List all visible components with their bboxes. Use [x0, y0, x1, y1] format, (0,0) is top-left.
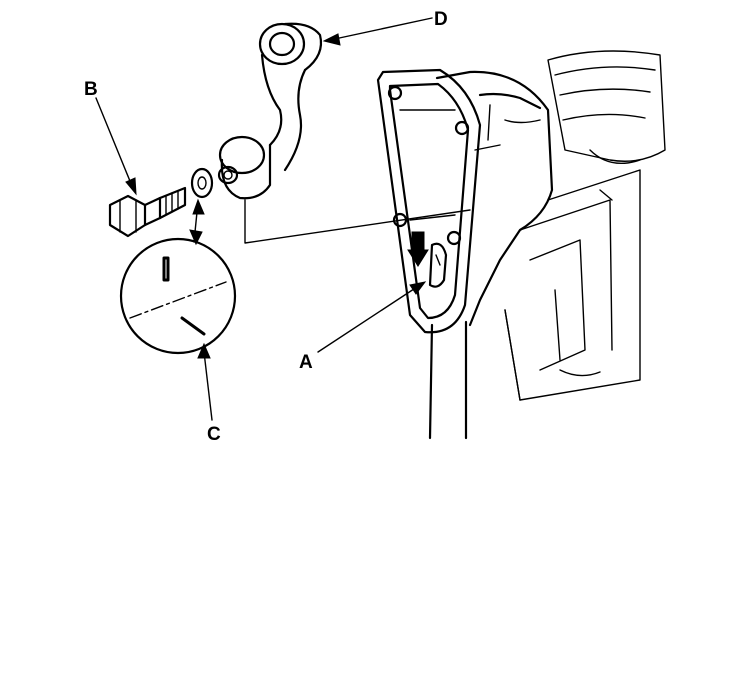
bolt	[108, 186, 187, 238]
detail-view	[119, 237, 237, 355]
callout-c: C	[207, 424, 221, 445]
engine-block	[504, 50, 666, 401]
leader-lines	[95, 17, 433, 421]
pump-arm	[217, 22, 323, 200]
washer	[190, 167, 214, 199]
housing	[428, 70, 554, 440]
gasket-opening	[376, 68, 482, 334]
callout-a: A	[299, 352, 313, 373]
callout-b: B	[84, 79, 98, 100]
direction-arrow	[407, 249, 429, 267]
alignment-line	[244, 199, 471, 244]
callout-d: D	[434, 9, 448, 30]
